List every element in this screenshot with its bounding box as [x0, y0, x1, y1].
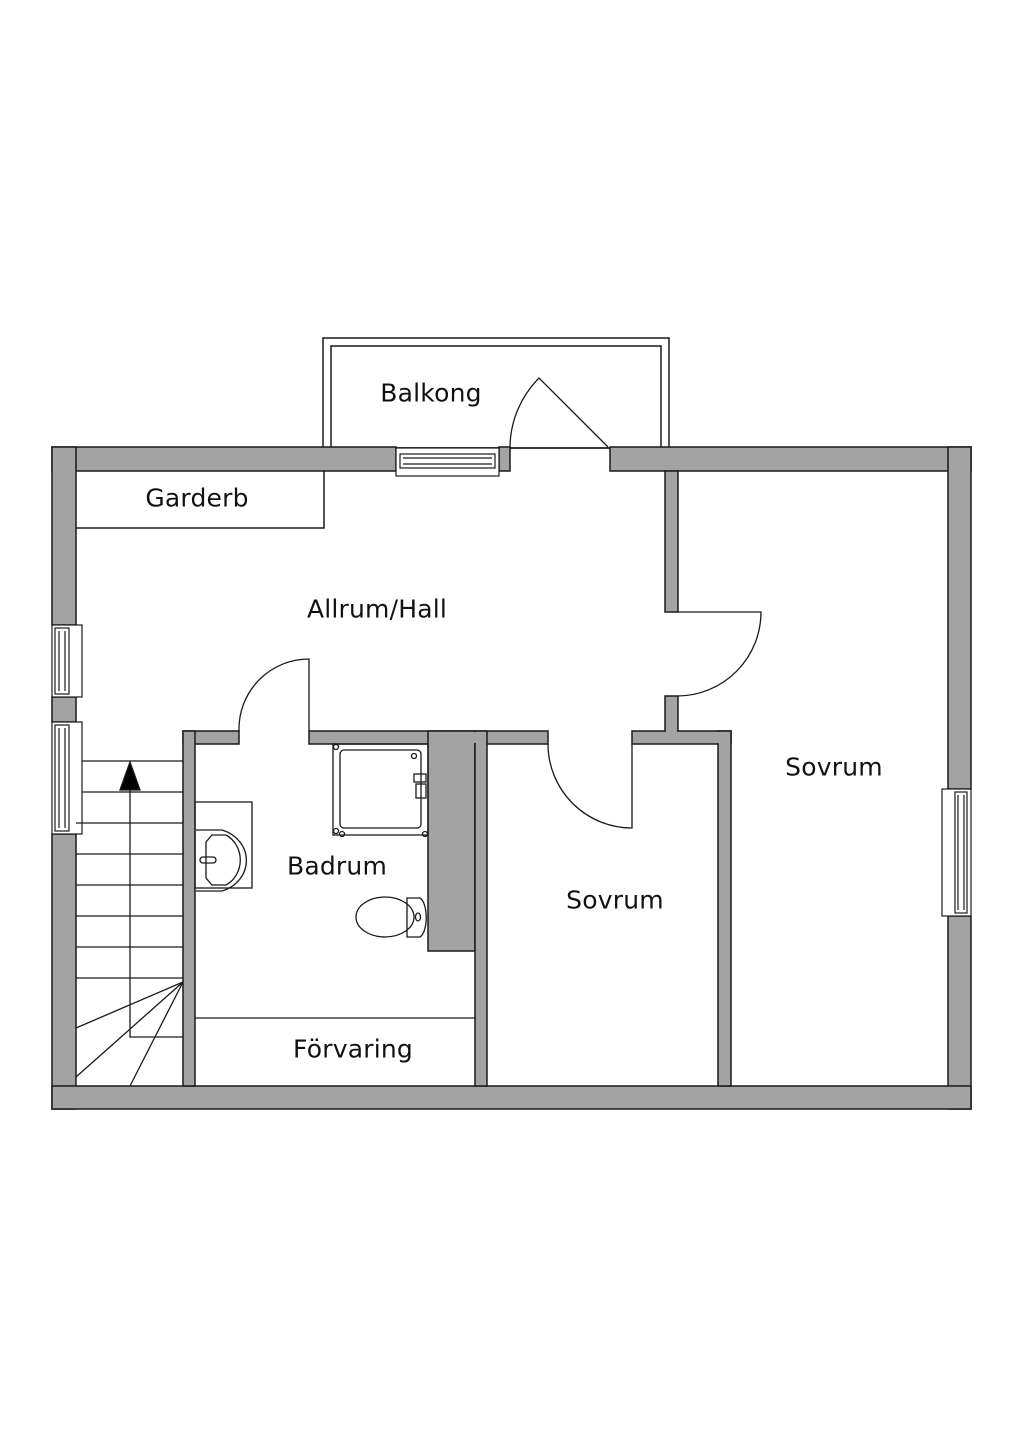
bathroom-fixtures [194, 743, 429, 938]
sink-counter [194, 801, 253, 889]
room-label-garderb: Garderb [145, 483, 249, 513]
room-label-forvaring: Förvaring [293, 1034, 413, 1064]
room-label-balkong: Balkong [380, 378, 482, 408]
door-bathroom [238, 658, 310, 732]
stair-direction-arrow-icon [119, 760, 141, 791]
sink-icon [196, 829, 248, 892]
windows [51, 447, 972, 917]
room-label-allrum-hall: Allrum/Hall [306, 594, 448, 624]
room-label-sovrum-large: Sovrum [785, 752, 883, 782]
toilet-icon [355, 896, 415, 938]
wardrobe-outline [76, 471, 325, 529]
room-label-sovrum-small: Sovrum [566, 885, 664, 915]
balcony-railing [322, 337, 670, 449]
doors [238, 377, 762, 829]
door-bedroom-small [547, 743, 633, 829]
room-label-badrum: Badrum [286, 851, 388, 881]
staircase [75, 760, 184, 1087]
interior-walls [182, 470, 732, 1087]
shower-icon [332, 743, 429, 836]
door-balcony [509, 377, 609, 448]
exterior-walls [51, 446, 972, 1110]
door-bedroom-large [677, 611, 762, 697]
